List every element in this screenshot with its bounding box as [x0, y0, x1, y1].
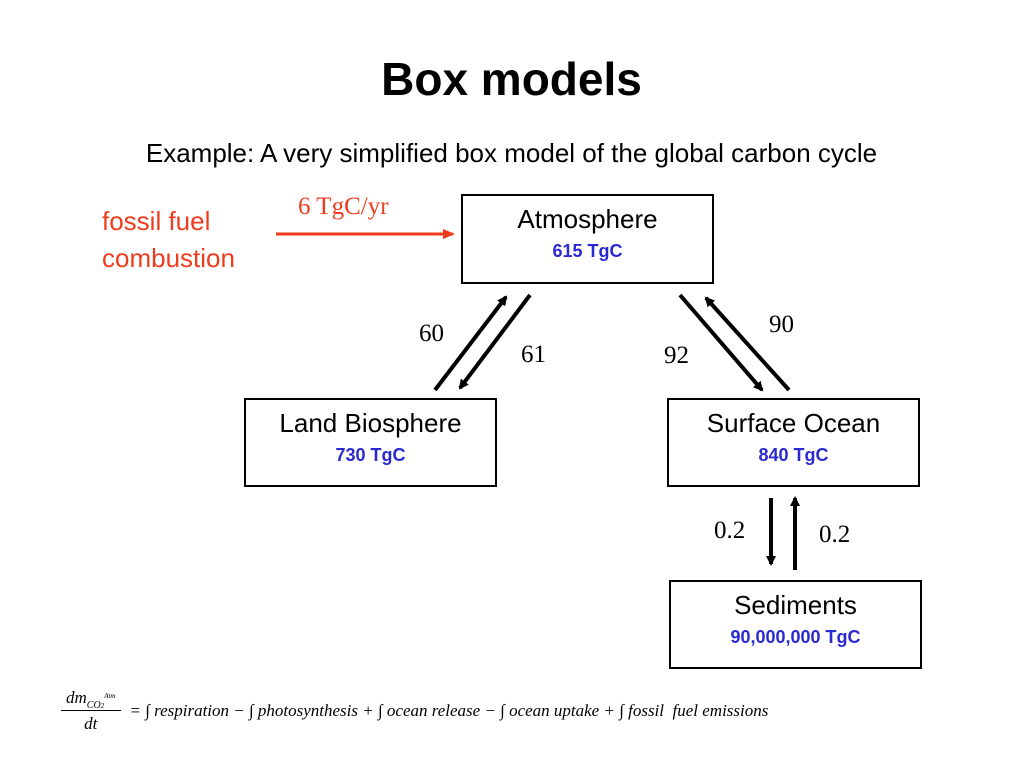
ocean-to-atmosphere-arrow	[704, 296, 791, 392]
land-biosphere-amount: 730 TgC	[335, 445, 406, 465]
flux-atmosphere-to-ocean: 92	[664, 342, 689, 369]
sediments-name: Sediments	[734, 590, 857, 620]
flux-sediments-to-ocean: 0.2	[819, 521, 851, 548]
atmosphere-name: Atmosphere	[517, 204, 658, 234]
flux-land-to-atmosphere: 60	[419, 320, 444, 347]
surface-ocean-box: Surface Ocean 840 TgC	[667, 398, 920, 487]
fossil-fuel-label: fossil fuel combustion	[102, 203, 235, 277]
flux-ocean-to-atmosphere: 90	[769, 311, 794, 338]
equation-superscript: Atm	[104, 692, 116, 700]
atmosphere-box: Atmosphere 615 TgC	[461, 194, 714, 284]
equation-fraction-bar	[60, 710, 121, 711]
equation-lhs: dmCO2Atm dt	[60, 688, 121, 734]
equation-numerator: dmCO2Atm	[60, 688, 121, 711]
equation-subscript: CO2	[86, 700, 105, 711]
mass-balance-equation: dmCO2Atm dt = ∫ respiration − ∫ photosyn…	[60, 688, 768, 734]
sediments-amount: 90,000,000 TgC	[730, 627, 861, 647]
equation-dm: dm	[66, 688, 87, 707]
atmosphere-amount: 615 TgC	[552, 241, 623, 261]
fossil-fuel-label-line1: fossil fuel	[102, 206, 211, 236]
flux-atmosphere-to-land: 61	[521, 341, 546, 368]
land-to-atmosphere-arrow	[433, 295, 508, 392]
land-biosphere-box: Land Biosphere 730 TgC	[244, 398, 497, 487]
surface-ocean-amount: 840 TgC	[758, 445, 829, 465]
atmosphere-to-ocean-arrow	[678, 293, 764, 392]
sediments-box: Sediments 90,000,000 TgC	[669, 580, 922, 669]
surface-ocean-name: Surface Ocean	[706, 408, 881, 438]
atmosphere-to-land-arrow	[458, 293, 532, 390]
land-biosphere-name: Land Biosphere	[279, 408, 462, 438]
page-title: Box models	[381, 53, 642, 105]
equation-rhs: = ∫ respiration − ∫ photosynthesis + ∫ o…	[129, 701, 769, 720]
equation-denominator: dt	[84, 714, 98, 733]
page-subtitle: Example: A very simplified box model of …	[145, 138, 878, 168]
flux-ocean-to-sediments: 0.2	[714, 517, 746, 544]
fossil-fuel-rate: 6 TgC/yr	[298, 193, 389, 220]
fossil-fuel-label-line2: combustion	[102, 243, 235, 273]
